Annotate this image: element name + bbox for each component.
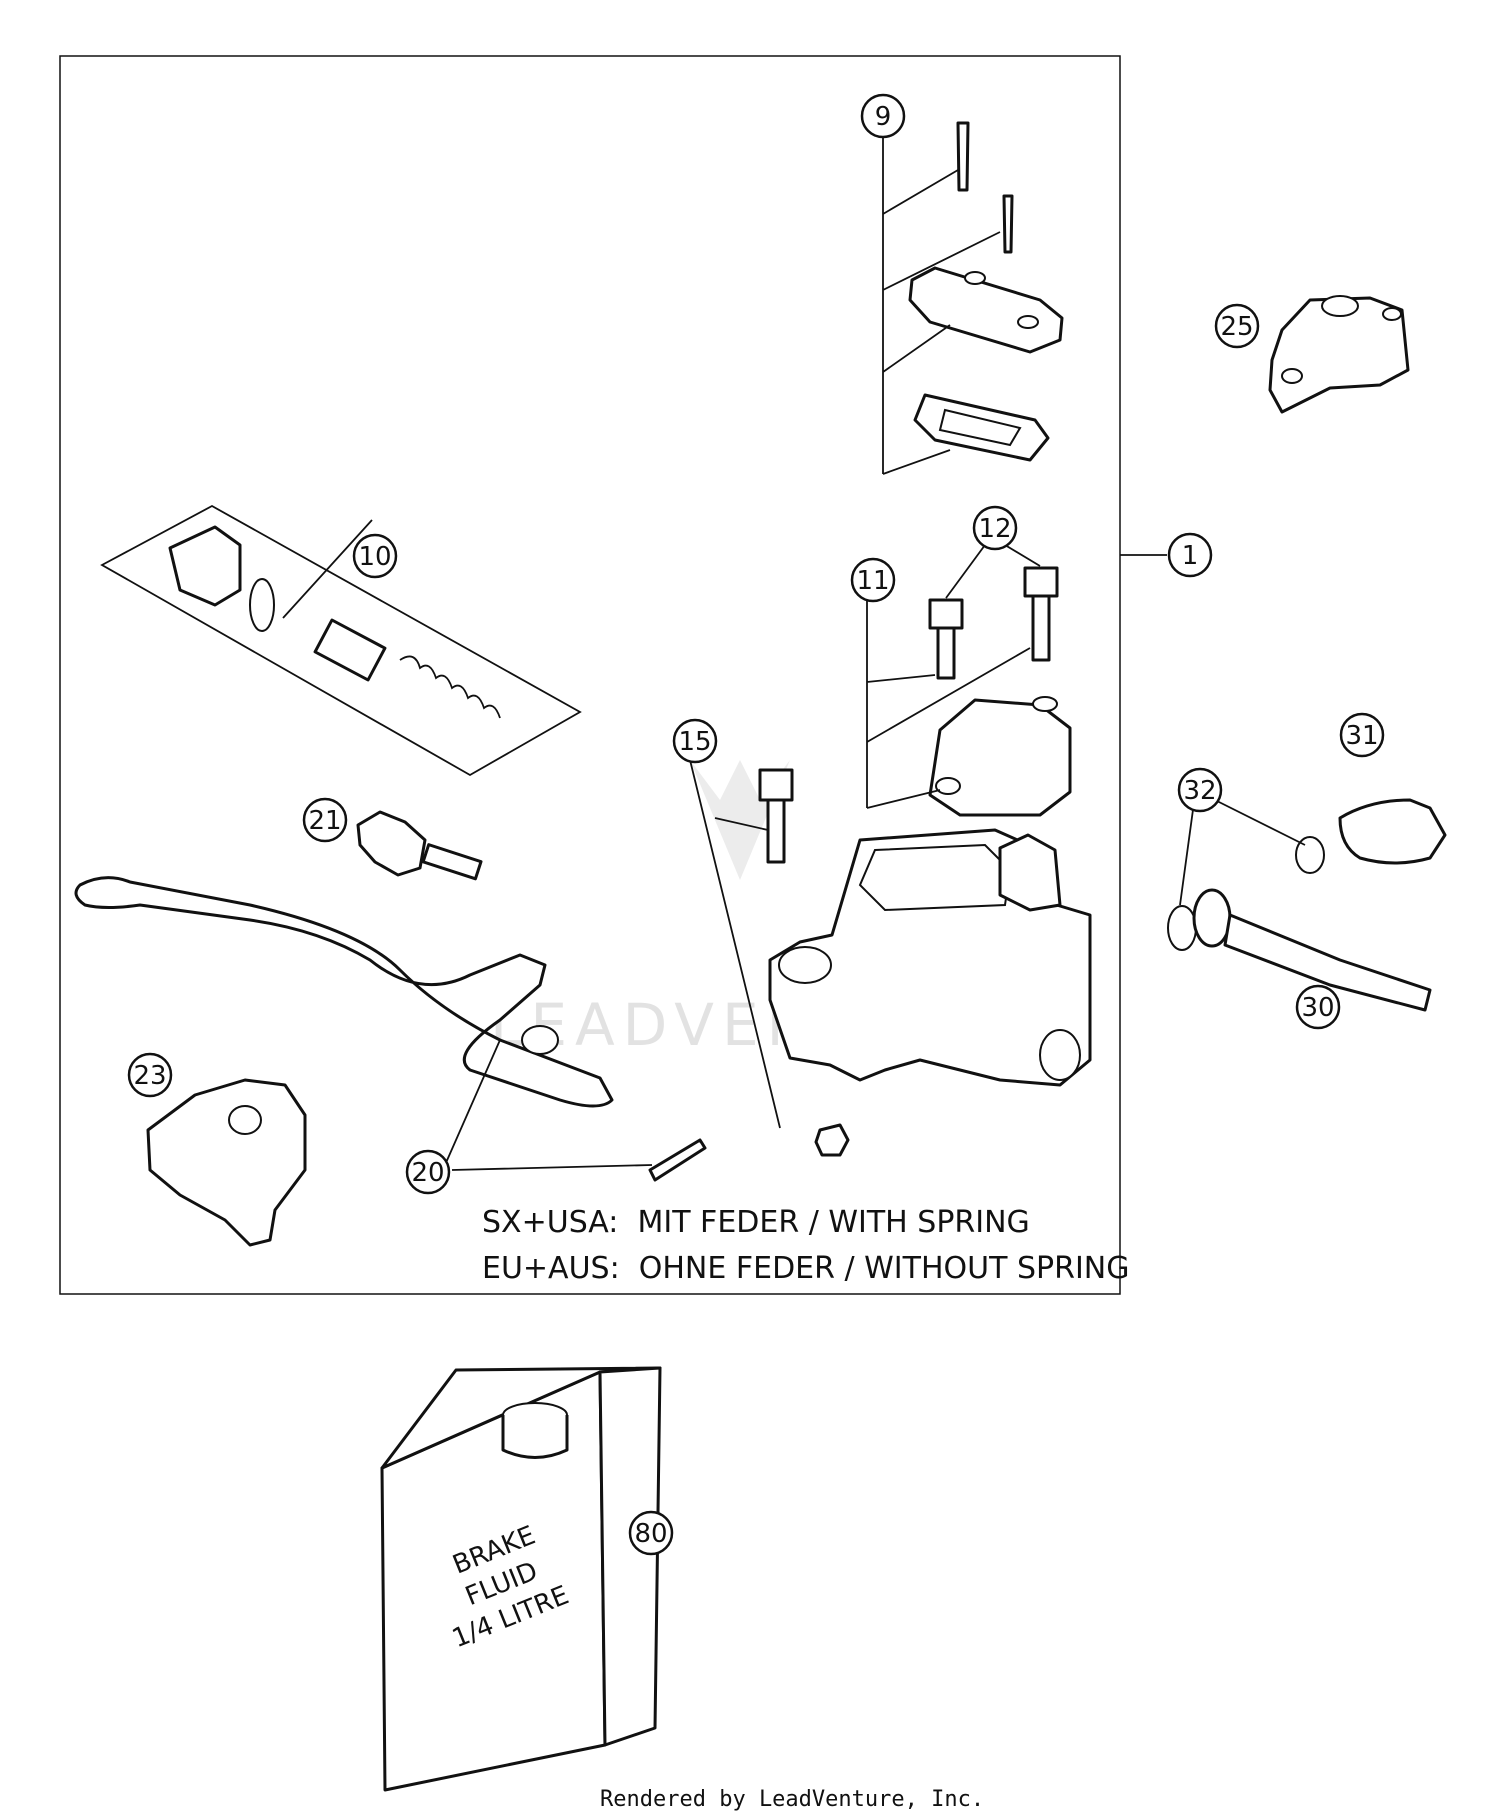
callout-label-12: 12 bbox=[978, 514, 1011, 544]
callout-markers: 1 9 10 11 12 15 20 21 23 25 30 31 32 80 bbox=[127, 93, 1385, 1556]
part-25-clamp bbox=[1268, 295, 1410, 414]
part-21-adjuster bbox=[356, 810, 483, 881]
callout-circle-9 bbox=[860, 93, 906, 139]
callout-label-80: 80 bbox=[634, 1519, 667, 1549]
callout-circle-12 bbox=[972, 505, 1018, 551]
callout-circle-10 bbox=[352, 533, 398, 579]
callout-label-30: 30 bbox=[1301, 993, 1334, 1023]
footer-credit: Rendered by LeadVenture, Inc. bbox=[600, 1787, 984, 1812]
callout-circle-21 bbox=[302, 797, 348, 843]
callout-label-31: 31 bbox=[1345, 721, 1378, 751]
parts-30-31-32-banjo bbox=[1167, 794, 1447, 1012]
part-23-lever-guard bbox=[146, 1078, 307, 1247]
part-9-reservoir-cover bbox=[882, 121, 1064, 475]
callout-label-1: 1 bbox=[1182, 541, 1199, 571]
callout-label-10: 10 bbox=[358, 542, 391, 572]
callout-circle-80 bbox=[628, 1510, 674, 1556]
callout-label-32: 32 bbox=[1183, 776, 1216, 806]
callout-label-25: 25 bbox=[1220, 312, 1253, 342]
callout-circle-32 bbox=[1177, 767, 1223, 813]
part-12-bolts bbox=[928, 544, 1059, 680]
callout-label-9: 9 bbox=[875, 102, 892, 132]
callout-label-15: 15 bbox=[678, 727, 711, 757]
callout-circle-11 bbox=[850, 557, 896, 603]
callout-circle-1 bbox=[1167, 532, 1213, 578]
callout-circle-30 bbox=[1295, 984, 1341, 1030]
callout-label-11: 11 bbox=[856, 566, 889, 596]
part-15-bolt-nut bbox=[689, 759, 850, 1157]
callout-circle-31 bbox=[1339, 712, 1385, 758]
callout-circle-25 bbox=[1214, 303, 1260, 349]
assembly-frame bbox=[59, 55, 1121, 1295]
callout-circle-15 bbox=[672, 718, 718, 764]
callout-circle-23 bbox=[127, 1052, 173, 1098]
callout-label-20: 20 bbox=[411, 1158, 444, 1188]
part-10-piston-kit bbox=[100, 504, 582, 777]
note-with-spring: SX+USA: MIT FEDER / WITH SPRING bbox=[482, 1205, 1030, 1240]
master-cylinder-body bbox=[768, 828, 1092, 1087]
note-without-spring: EU+AUS: OHNE FEDER / WITHOUT SPRING bbox=[482, 1251, 1130, 1286]
callout-label-21: 21 bbox=[308, 806, 341, 836]
part-20-lever bbox=[74, 876, 707, 1182]
callout-label-23: 23 bbox=[133, 1061, 166, 1091]
part-80-brake-fluid-can: BRAKE FLUID 1/4 LITRE bbox=[380, 1366, 662, 1792]
part-11-clamp-half bbox=[866, 598, 1072, 817]
callout-circle-20 bbox=[405, 1149, 451, 1195]
